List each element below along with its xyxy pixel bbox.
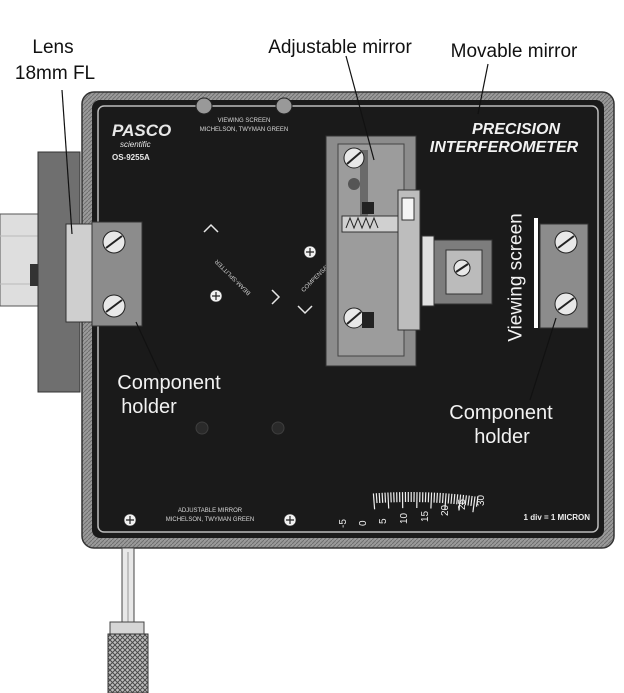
- viewing-screen-plate-label-2: MICHELSON, TWYMAN GREEN: [200, 127, 289, 133]
- brand-subtitle: scientific: [120, 140, 151, 149]
- model-number: OS-9255A: [112, 153, 150, 162]
- adjustable-mirror-plate-label: ADJUSTABLE MIRROR: [178, 508, 243, 514]
- lens-focal-length-label: 18mm FL: [0, 62, 110, 85]
- component-holder-right-line1: Component: [436, 402, 566, 425]
- scale-tick: [376, 493, 377, 503]
- lens-label: Lens: [18, 36, 88, 59]
- micrometer-note: 1 div = 1 MICRON: [524, 513, 591, 522]
- component-holder-left-line2: holder: [104, 396, 194, 419]
- scale-tick: [448, 494, 449, 504]
- scale-tick: [431, 493, 432, 509]
- scale-tick: [437, 493, 438, 503]
- adjustment-knob[interactable]: [108, 548, 148, 693]
- movable-mirror: [422, 236, 492, 306]
- scale-tick-label: 30: [476, 494, 487, 506]
- scale-tick-label: -5: [338, 519, 349, 528]
- scale-tick: [443, 493, 444, 503]
- scale-tick: [385, 493, 386, 503]
- viewing-screen: [534, 218, 538, 328]
- movable-mirror-label: Movable mirror: [434, 40, 594, 63]
- scale-tick-label: 0: [358, 520, 369, 526]
- left-component-holder: [66, 222, 142, 326]
- viewing-screen-plate-label: VIEWING SCREEN: [218, 118, 271, 124]
- scale-tick: [379, 493, 380, 503]
- scale-tick-label: 25: [457, 498, 468, 510]
- adjustable-mirror-plate-label-2: MICHELSON, TWYMAN GREEN: [166, 517, 255, 523]
- viewing-screen-label: Viewing screen: [505, 208, 528, 348]
- adjustable-mirror-assembly: [326, 136, 420, 366]
- plate-title-line2: INTERFEROMETER: [430, 139, 579, 156]
- right-component-holder: [540, 224, 588, 328]
- scale-tick: [440, 493, 441, 503]
- component-holder-right-line2: holder: [452, 426, 552, 449]
- scale-tick-label: 15: [420, 510, 431, 522]
- scale-tick: [434, 493, 435, 503]
- scale-tick-label: 10: [399, 512, 410, 524]
- scale-tick: [382, 493, 383, 503]
- brand-logo: PASCO: [112, 121, 171, 140]
- component-holder-left-line1: Component: [104, 372, 234, 395]
- scale-tick: [388, 493, 389, 509]
- adjustable-mirror-label: Adjustable mirror: [240, 36, 440, 59]
- scale-tick-label: 20: [440, 504, 451, 516]
- plate-title-line1: PRECISION: [472, 121, 560, 138]
- scale-tick-label: 5: [378, 518, 389, 524]
